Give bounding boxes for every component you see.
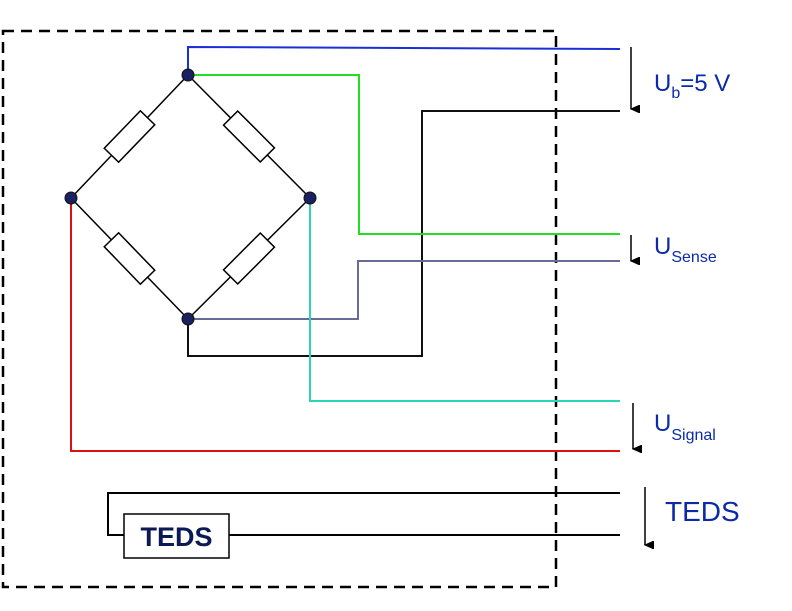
- bridge-node-right: [303, 191, 317, 205]
- bridge-node-bottom: [181, 312, 195, 326]
- signal-label: USignal: [654, 410, 716, 444]
- teds-upper-wire: [107, 492, 620, 536]
- teds-label: TEDS: [665, 496, 740, 527]
- bridge-diamond: [70, 74, 311, 320]
- ground-wire: [187, 110, 620, 357]
- bridge-node-top: [181, 68, 195, 82]
- sense-label: USense: [654, 233, 717, 266]
- signal-negative-wire: [70, 198, 620, 452]
- resistor-top-right: [222, 109, 276, 164]
- sense-positive-wire: [188, 74, 620, 235]
- sense-negative-wire: [188, 260, 620, 320]
- resistor-top-left: [103, 109, 156, 164]
- bridge-node-left: [64, 191, 78, 205]
- ub-label: Ub=5 V: [654, 70, 730, 102]
- signal-positive-wire: [309, 198, 620, 402]
- teds-chip-box: [123, 513, 230, 559]
- sensor-enclosure-dashed-border: [1, 29, 558, 589]
- teds-chip-label: TEDS: [140, 522, 212, 552]
- resistor-bottom-right: [222, 231, 276, 286]
- ub-supply-wire: [187, 45, 621, 75]
- resistor-bottom-left: [103, 231, 156, 286]
